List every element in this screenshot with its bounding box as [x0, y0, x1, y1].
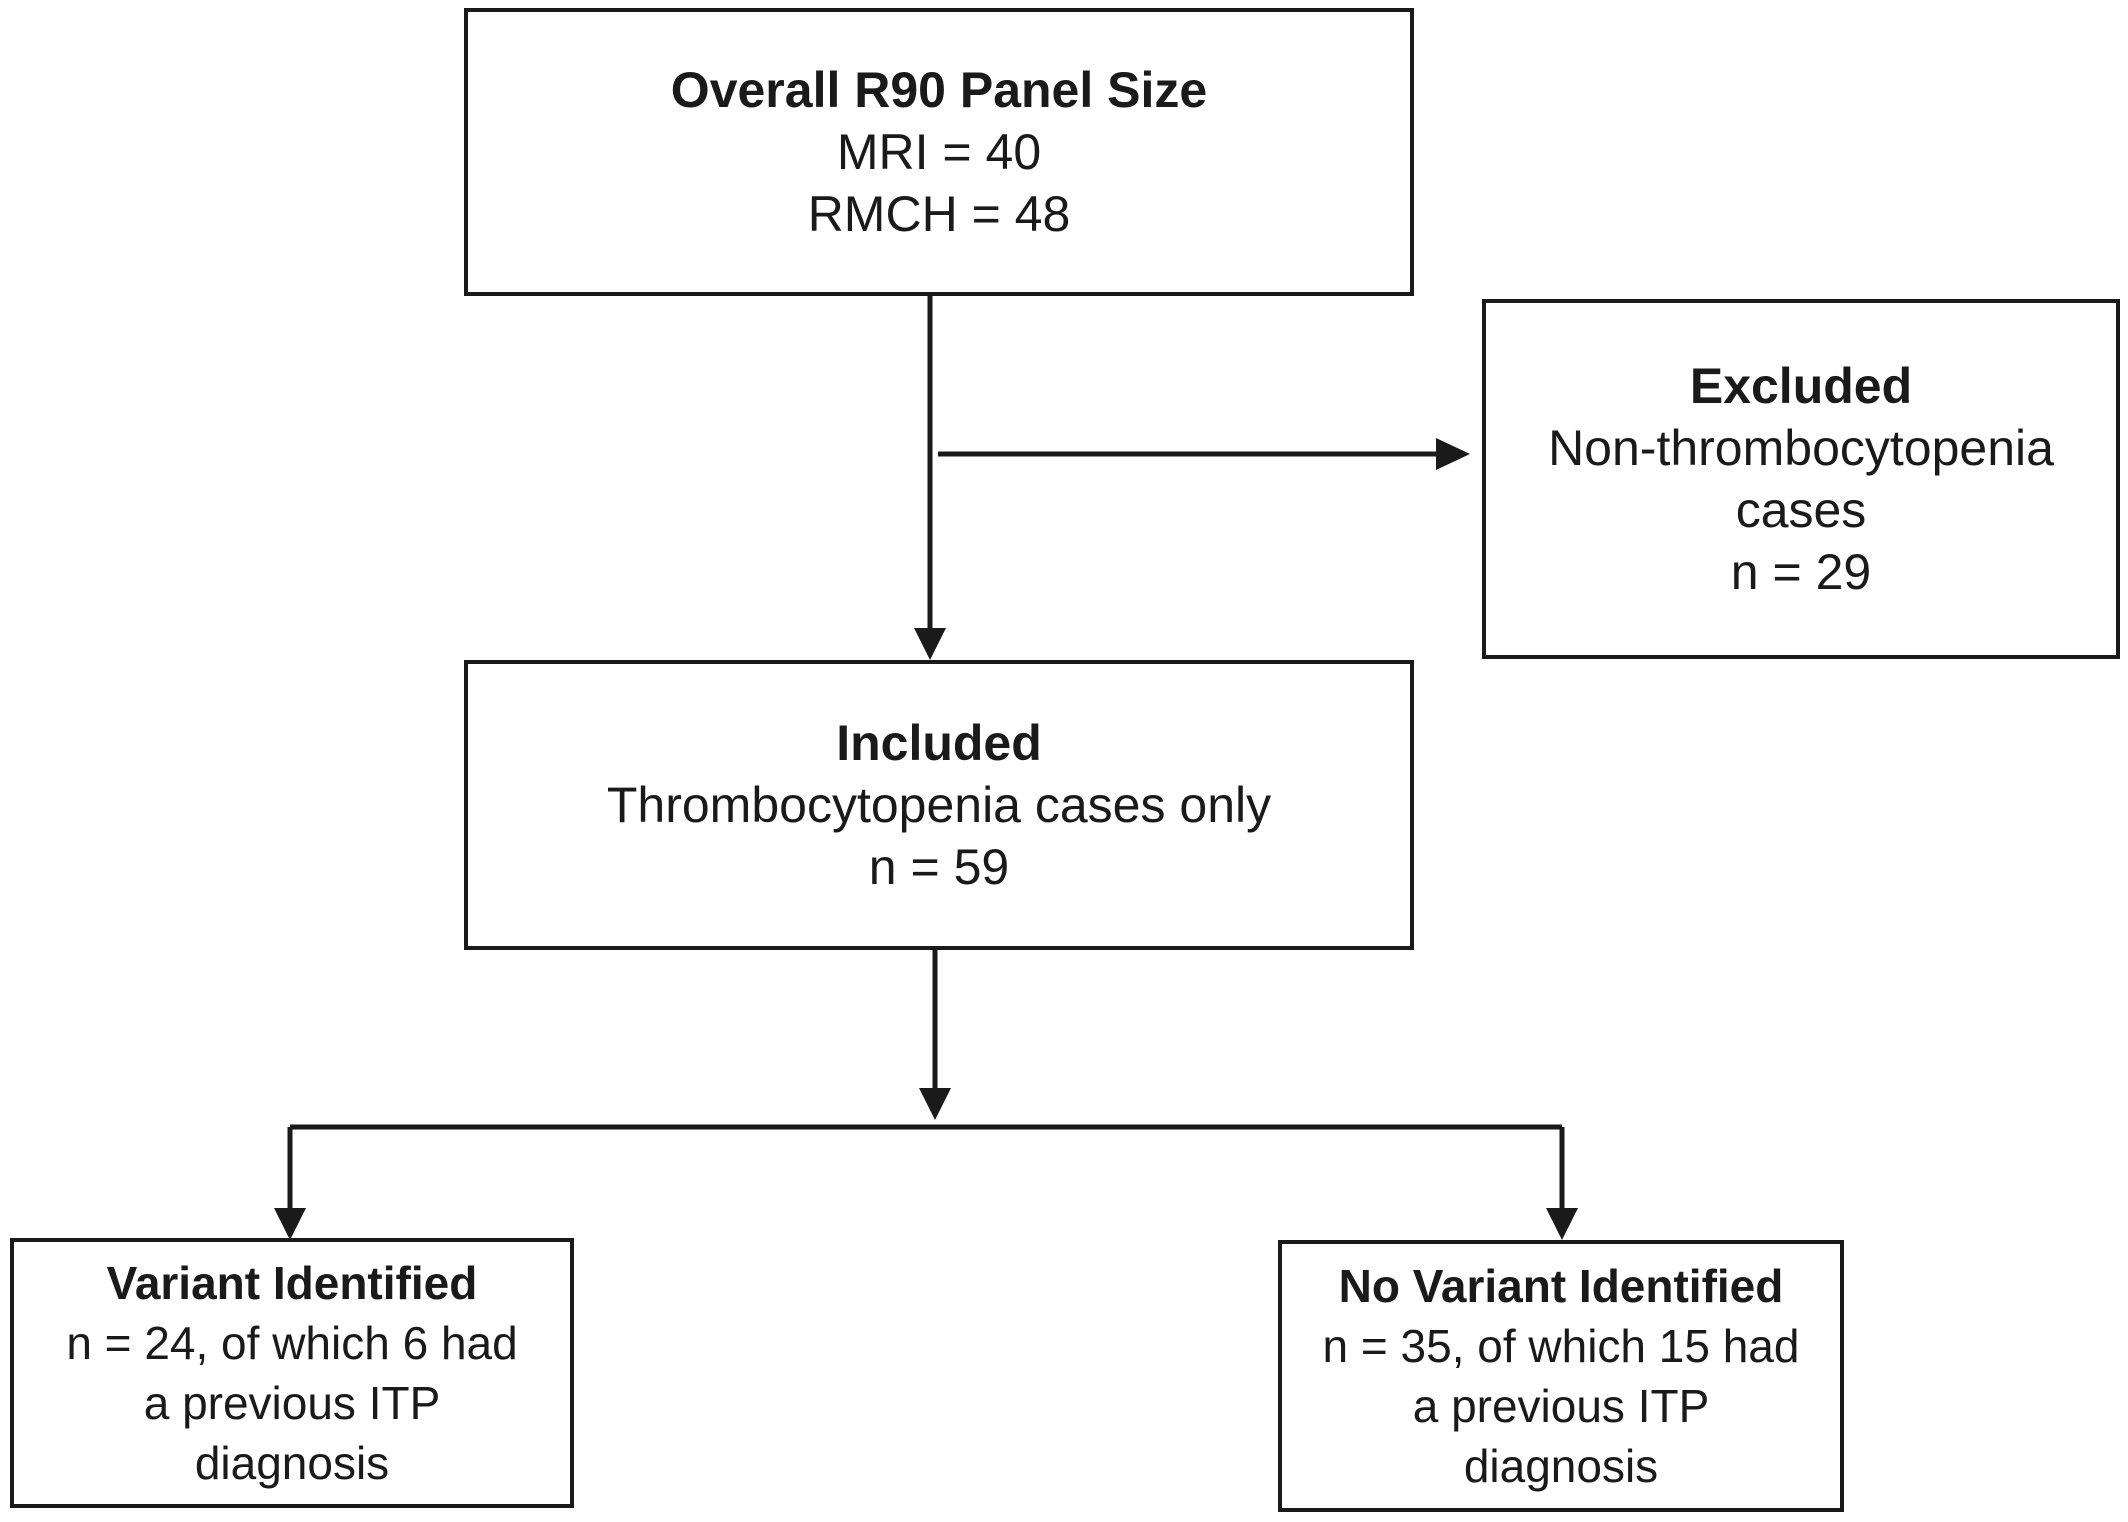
variant-line-1: n = 24, of which 6 had: [66, 1317, 518, 1369]
overall-line-mri: MRI = 40: [836, 124, 1042, 180]
overall-line-rmch: RMCH = 48: [807, 186, 1071, 242]
excluded-line-1: Non-thrombocytopenia: [1548, 420, 2054, 476]
arrowhead-split: [919, 1088, 951, 1120]
excluded-line-2: cases: [1735, 482, 1867, 538]
included-line-2: n = 59: [868, 839, 1010, 895]
overall-panel-box: Overall R90 Panel Size MRI = 40 RMCH = 4…: [464, 8, 1414, 296]
arrowhead-variant: [274, 1208, 306, 1240]
arrowhead-no-variant: [1546, 1208, 1578, 1240]
included-heading: Included: [836, 715, 1042, 771]
excluded-box: Excluded Non-thrombocytopenia cases n = …: [1482, 299, 2120, 659]
excluded-heading: Excluded: [1689, 358, 1913, 414]
no-variant-line-3: diagnosis: [1463, 1440, 1659, 1492]
arrowhead-included: [914, 628, 946, 660]
variant-line-3: diagnosis: [194, 1437, 390, 1489]
no-variant-identified-box: No Variant Identified n = 35, of which 1…: [1278, 1240, 1844, 1512]
overall-heading: Overall R90 Panel Size: [670, 62, 1208, 118]
included-box: Included Thrombocytopenia cases only n =…: [464, 660, 1414, 950]
variant-line-2: a previous ITP: [143, 1377, 441, 1429]
no-variant-line-1: n = 35, of which 15 had: [1322, 1320, 1800, 1372]
arrowhead-excluded: [1436, 438, 1470, 470]
included-line-1: Thrombocytopenia cases only: [606, 777, 1272, 833]
excluded-line-3: n = 29: [1730, 544, 1872, 600]
no-variant-heading: No Variant Identified: [1338, 1260, 1784, 1312]
variant-identified-box: Variant Identified n = 24, of which 6 ha…: [10, 1238, 574, 1508]
no-variant-line-2: a previous ITP: [1412, 1380, 1710, 1432]
variant-heading: Variant Identified: [106, 1257, 478, 1309]
